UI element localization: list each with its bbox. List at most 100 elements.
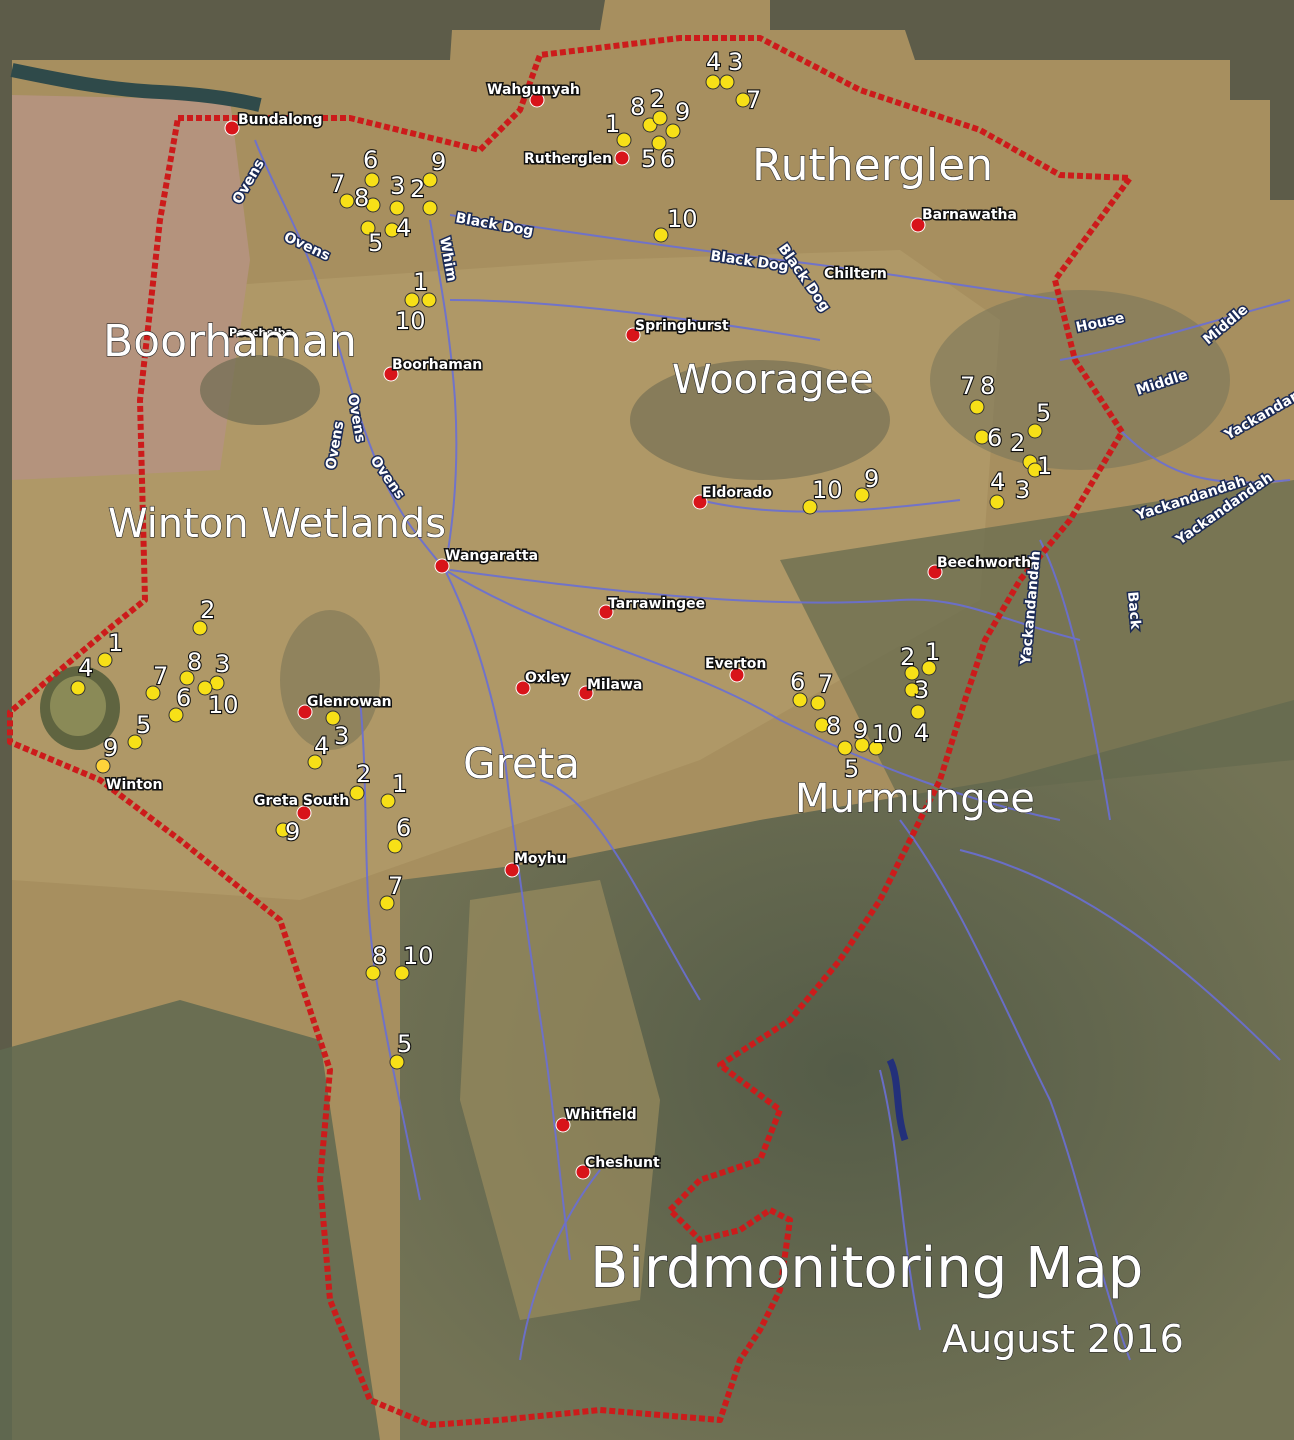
site-marker[interactable] (837, 740, 853, 756)
site-marker[interactable] (145, 685, 161, 701)
site-number: 2 (200, 596, 215, 624)
town-label: Rutherglen (524, 151, 612, 167)
site-number: 5 (368, 229, 383, 257)
town-label: Wangaratta (445, 548, 538, 564)
site-group-winton: 2 1 4 7 8 3 6 10 5 9 (70, 595, 240, 763)
site-number: 6 (987, 424, 1002, 452)
site-marker[interactable] (197, 680, 213, 696)
lake-william-hovell (886, 1058, 909, 1142)
region-label-winton-wetlands: Winton Wetlands (108, 501, 446, 547)
site-number: 5 (136, 711, 151, 739)
town-marker (614, 150, 630, 166)
town-marker (578, 685, 594, 701)
site-marker[interactable] (651, 135, 667, 151)
site-number: 6 (176, 684, 191, 712)
site-marker[interactable] (179, 670, 195, 686)
site-marker[interactable] (360, 220, 376, 236)
site-number: 2 (650, 85, 665, 113)
site-marker[interactable] (127, 734, 143, 750)
site-marker[interactable] (192, 620, 208, 636)
site-marker[interactable] (339, 193, 355, 209)
tributary-line-2 (699, 499, 961, 513)
site-marker[interactable] (387, 838, 403, 854)
site-marker[interactable] (422, 172, 438, 188)
site-marker[interactable] (422, 200, 438, 216)
site-marker[interactable] (365, 197, 381, 213)
site-marker[interactable] (364, 172, 380, 188)
site-number: 9 (864, 465, 879, 493)
site-marker[interactable] (854, 737, 870, 753)
site-marker[interactable] (989, 494, 1005, 510)
site-marker[interactable] (379, 895, 395, 911)
site-marker[interactable] (665, 123, 681, 139)
town-label: Oxley (525, 670, 569, 686)
site-number: 9 (675, 98, 690, 126)
site-number: 1 (925, 638, 940, 666)
site-marker[interactable] (802, 499, 818, 515)
site-marker[interactable] (275, 822, 291, 838)
site-marker[interactable] (389, 1054, 405, 1070)
site-marker[interactable] (389, 200, 405, 216)
site-marker[interactable] (969, 399, 985, 415)
site-marker[interactable] (652, 110, 668, 126)
site-number: 3 (390, 172, 405, 200)
site-marker[interactable] (404, 292, 420, 308)
site-marker[interactable] (814, 717, 830, 733)
site-marker[interactable] (1027, 462, 1043, 478)
town-marker (555, 1117, 571, 1133)
site-marker[interactable] (616, 132, 632, 148)
site-marker[interactable] (421, 292, 437, 308)
town-label: Eldorado (702, 485, 772, 501)
site-marker[interactable] (168, 707, 184, 723)
yackandandah-creek-line (1039, 429, 1291, 821)
site-marker[interactable] (307, 754, 323, 770)
tributary-line-10 (959, 849, 1281, 1061)
site-marker[interactable] (653, 227, 669, 243)
site-marker[interactable] (974, 429, 990, 445)
site-marker[interactable] (910, 704, 926, 720)
site-marker[interactable] (325, 710, 341, 726)
site-marker[interactable] (921, 660, 937, 676)
site-number: 10 (395, 307, 426, 335)
site-group-wooragee: 7 8 5 6 2 1 4 3 10 9 (802, 371, 1053, 515)
site-number: 3 (334, 722, 349, 750)
region-label-boorhaman: Boorhaman (103, 316, 357, 367)
site-marker[interactable] (810, 695, 826, 711)
site-marker[interactable] (735, 92, 751, 108)
site-marker[interactable] (380, 793, 396, 809)
site-marker[interactable] (705, 74, 721, 90)
site-marker[interactable] (792, 692, 808, 708)
town-label: Boorhaman (392, 357, 482, 373)
site-number: 5 (397, 1030, 412, 1058)
site-number: 9 (285, 818, 300, 846)
site-number: 8 (354, 184, 369, 212)
site-marker[interactable] (854, 487, 870, 503)
site-marker[interactable] (904, 665, 920, 681)
town-label: Beechworth (937, 555, 1031, 571)
town-label: Chiltern (824, 266, 887, 282)
site-marker[interactable] (349, 785, 365, 801)
site-number: 4 (78, 654, 93, 682)
tributary-line-6 (359, 699, 421, 1201)
site-marker[interactable] (70, 680, 86, 696)
site-marker[interactable] (394, 965, 410, 981)
town-marker (434, 558, 450, 574)
site-marker[interactable] (365, 965, 381, 981)
site-marker[interactable] (904, 682, 920, 698)
site-number: 10 (812, 476, 843, 504)
site-marker[interactable] (97, 652, 113, 668)
town-label: Whitfield (565, 1107, 637, 1123)
site-marker[interactable] (384, 222, 400, 238)
site-number: 3 (728, 48, 743, 76)
site-number: 6 (790, 668, 805, 696)
site-marker[interactable] (1027, 423, 1043, 439)
site-marker[interactable] (719, 74, 735, 90)
map-title-block: Birdmonitoring Map August 2016 (589, 1235, 1184, 1361)
site-number: 8 (980, 372, 995, 400)
site-number: 7 (818, 670, 833, 698)
site-marker[interactable] (868, 740, 884, 756)
monitoring-area-boundary (7, 35, 1133, 1428)
map-title: Birdmonitoring Map (590, 1236, 1143, 1301)
town-marker (383, 366, 399, 382)
